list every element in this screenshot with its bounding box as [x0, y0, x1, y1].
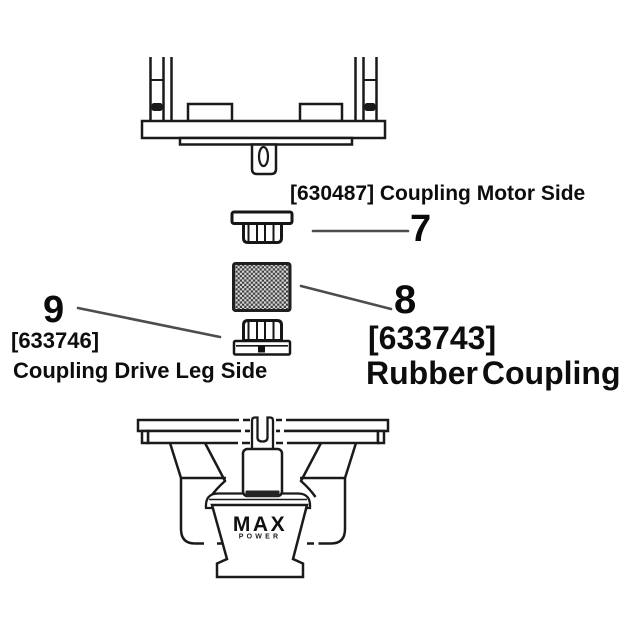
leader-line-8: [299, 284, 393, 311]
label-part-code-633743: [633743]: [368, 320, 497, 356]
logo-text-max: MAX: [233, 513, 287, 536]
coupling-drive-leg-side-drawing: [232, 319, 292, 356]
label-coupling-drive-leg-side: Coupling Drive Leg Side: [13, 358, 268, 383]
logo-text-power: POWER: [239, 534, 281, 541]
max-power-logo: MAX POWER: [233, 513, 287, 541]
label-rubber-coupling: Rubber Coupling: [366, 355, 621, 391]
callout-number-8: 8: [394, 278, 417, 322]
drive-leg-assembly-drawing: MAX POWER: [136, 414, 390, 579]
motor-foot-right: [298, 102, 344, 123]
label-part-code-633746: [633746]: [11, 328, 100, 353]
leader-line-9: [76, 306, 222, 339]
callout-number-9: 9: [43, 289, 65, 331]
label-coupling-motor-side: [630487] Coupling Motor Side: [290, 182, 586, 205]
coupling-motor-side-drawing: [230, 210, 294, 244]
motor-flange: [140, 119, 387, 140]
motor-assembly-drawing: [140, 57, 387, 176]
callout-number-7: 7: [410, 208, 432, 250]
drive-shaft-fork: [250, 416, 275, 449]
rubber-coupling-drawing: [232, 262, 292, 312]
shaft-block: [241, 447, 284, 498]
motor-foot-left: [186, 102, 234, 123]
drive-leg: [210, 503, 309, 579]
